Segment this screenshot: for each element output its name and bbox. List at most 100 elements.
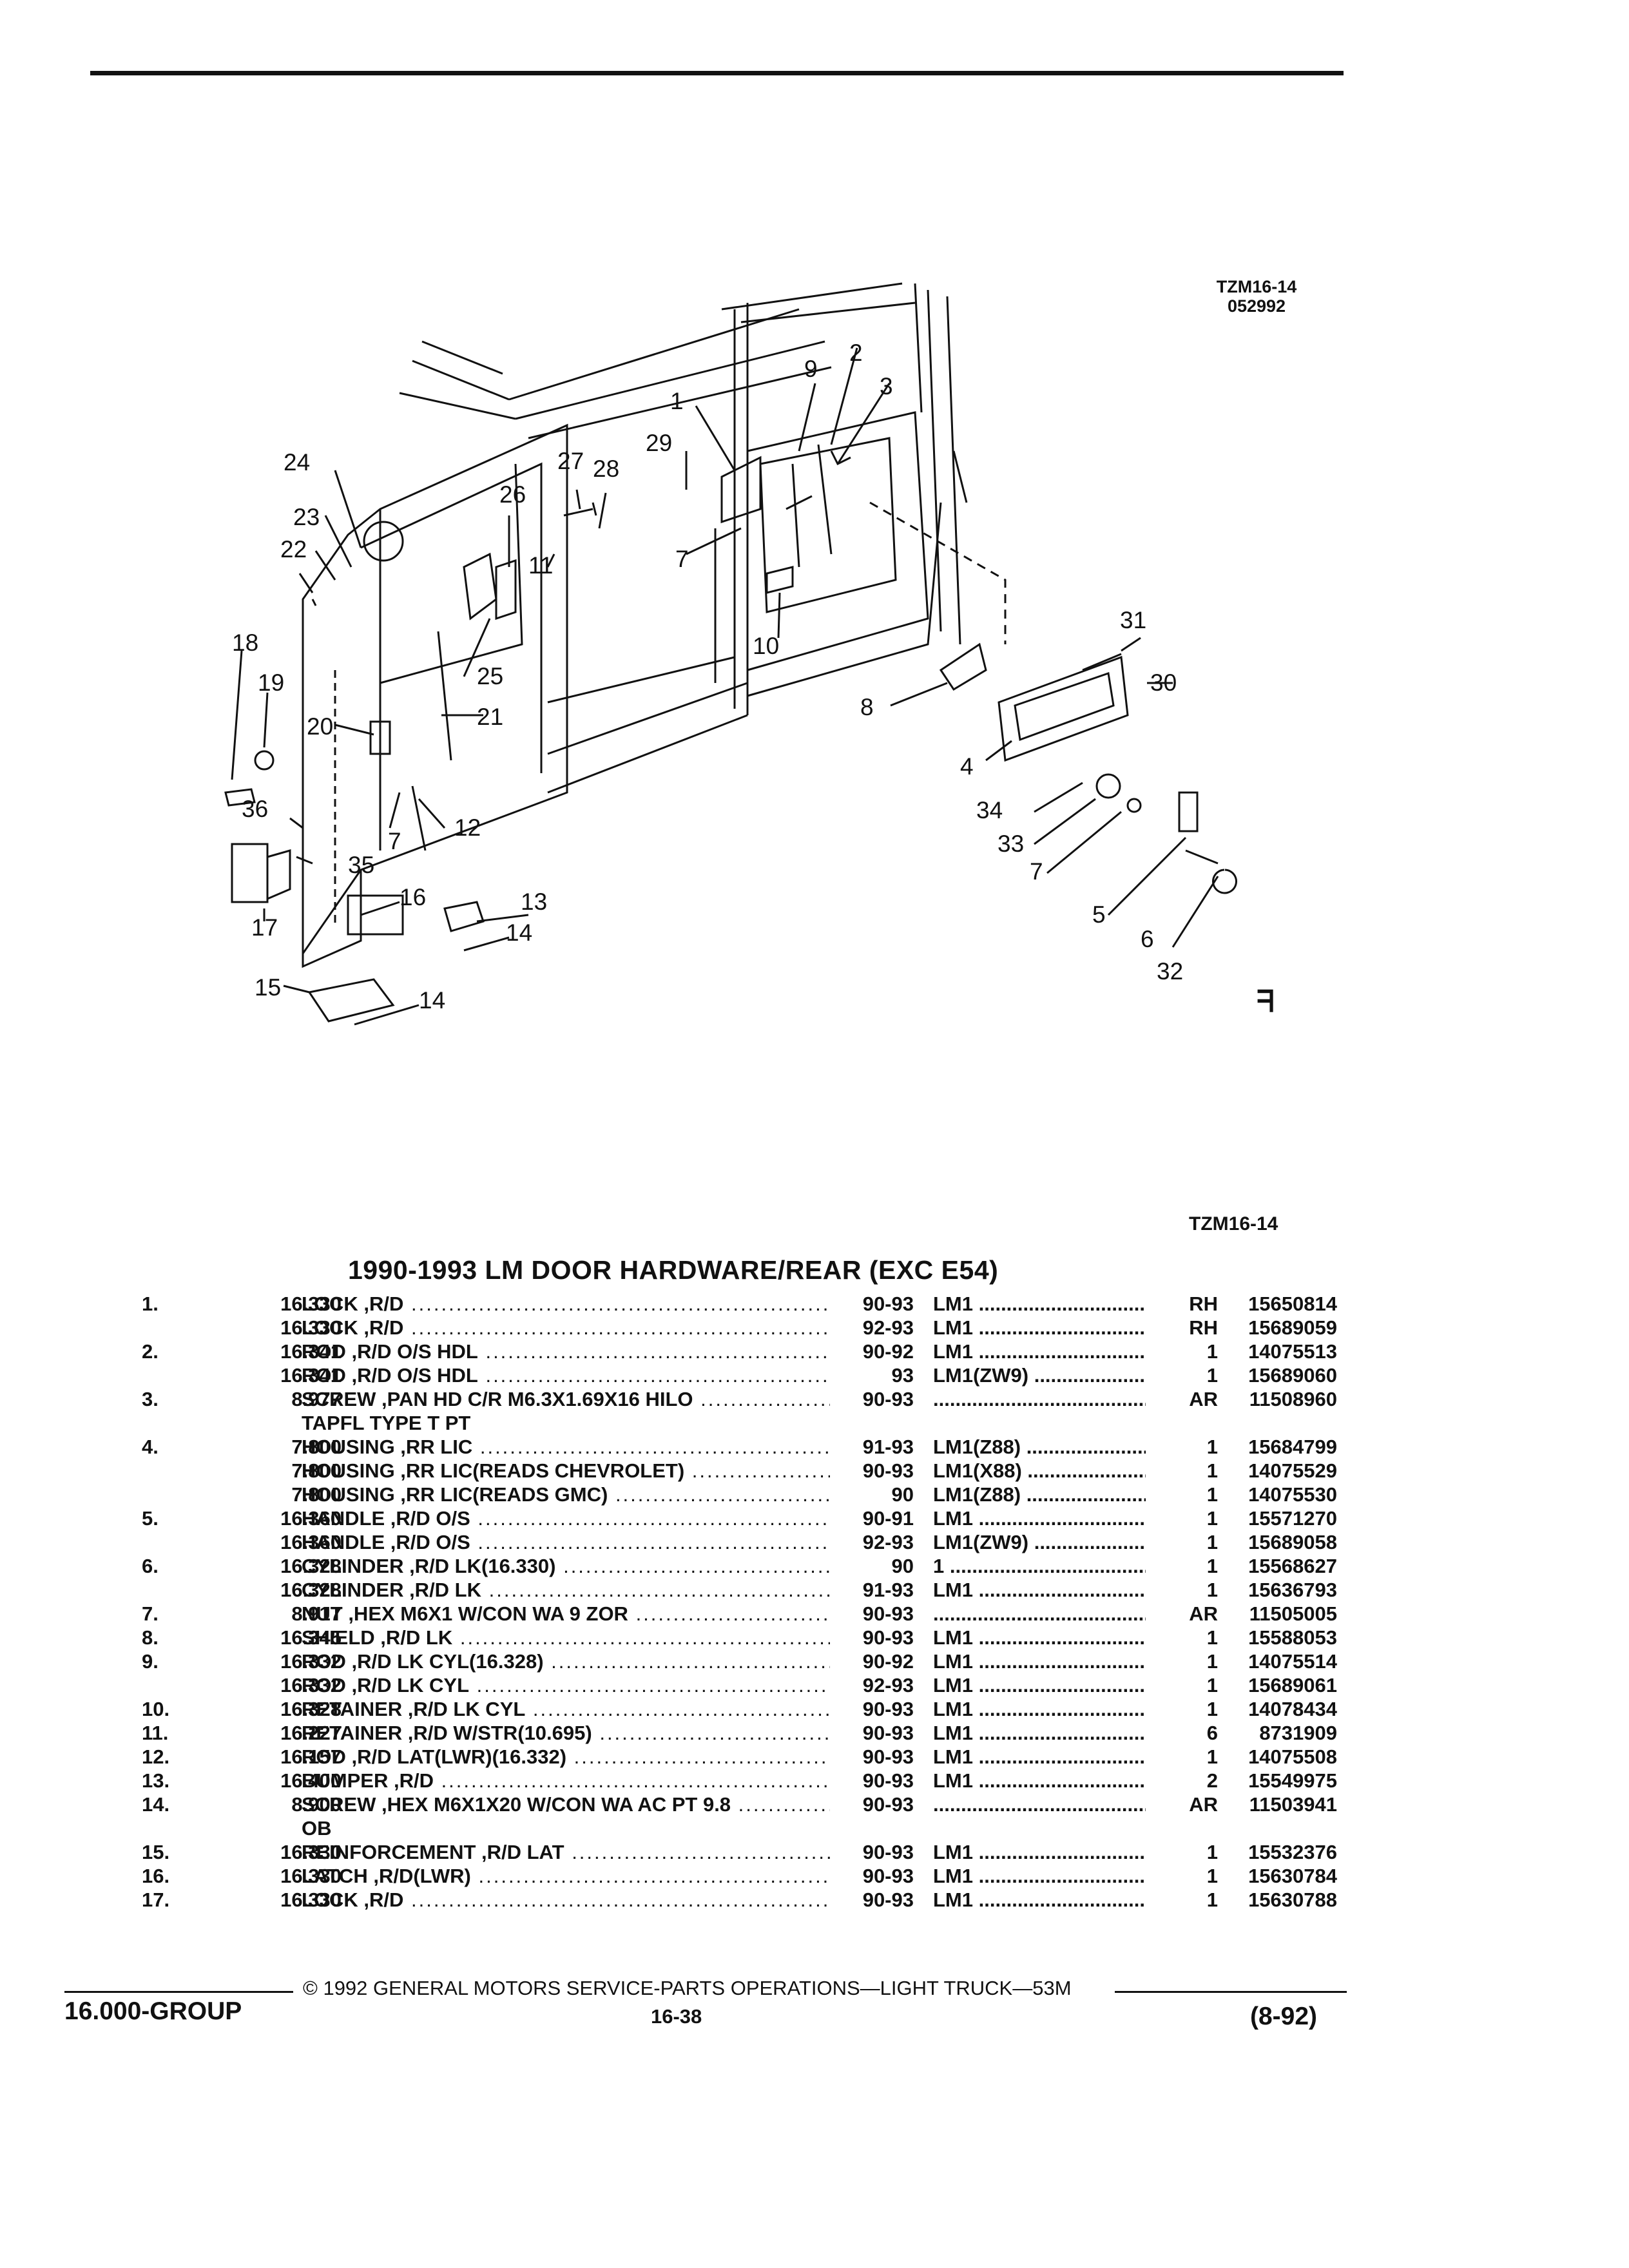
top-rule [90, 71, 1344, 75]
section-number: 16.157 [187, 1745, 342, 1769]
item-number: 10. [142, 1697, 169, 1721]
leader-dots: ........................................… [551, 1650, 830, 1673]
option-code-text: LM1(X88) [933, 1459, 1022, 1482]
leader-dots: ........................................… [411, 1888, 830, 1911]
leader-dots: ........................................… [411, 1316, 830, 1339]
model-years-text: 90-91 [862, 1507, 914, 1530]
item-number-text: 10. [142, 1698, 170, 1720]
model-years: 90-93 [836, 1769, 914, 1792]
item-number: 5. [142, 1506, 159, 1530]
section-number: 16.400 [187, 1769, 342, 1792]
callout-5: 5 [1092, 901, 1106, 928]
item-number-text: 8. [142, 1626, 159, 1649]
quantity: RH [1153, 1316, 1218, 1340]
part-number-text: 15689058 [1248, 1531, 1337, 1553]
part-description-text: LATCH ,R/D(LWR) [302, 1865, 471, 1887]
section-code: TZM16-14 [1189, 1213, 1278, 1235]
leader-dots: ........................................… [563, 1555, 830, 1577]
item-number-text: 11. [142, 1722, 169, 1744]
leader-dots: ........................................… [479, 1436, 830, 1458]
quantity: 1 [1153, 1673, 1218, 1697]
part-number: 8731909 [1218, 1721, 1337, 1745]
part-number: 15630784 [1218, 1864, 1337, 1888]
model-years: 90 [836, 1483, 914, 1506]
model-years: 90-92 [836, 1649, 914, 1673]
option-code-text: LM1 [933, 1888, 973, 1911]
callout-7: 7 [675, 546, 689, 572]
item-number: 11. [142, 1721, 168, 1745]
leader-dots: ........................................… [478, 1865, 830, 1887]
leader-dots: ........................................… [978, 1507, 1146, 1530]
quantity-text: 1 [1206, 1626, 1218, 1649]
leader-dots: ........................................… [978, 1579, 1146, 1601]
figure-code: TZM16-14 [1216, 277, 1297, 296]
callout-13: 13 [521, 889, 547, 915]
model-years: 92-93 [836, 1316, 914, 1340]
section-number-text: 16.330 [280, 1841, 342, 1863]
part-number: 15532376 [1218, 1840, 1337, 1864]
part-number-text: 14075530 [1248, 1483, 1337, 1506]
item-number: 2. [142, 1340, 159, 1363]
footer-page-number: 16-38 [651, 2005, 702, 2028]
option-code: LM1(Z88) ...............................… [933, 1483, 1146, 1506]
model-years: 90-92 [836, 1340, 914, 1363]
section-number-text: 16.332 [280, 1674, 342, 1696]
callout-14: 14 [506, 919, 532, 946]
leader-dots: ........................................… [978, 1626, 1146, 1649]
part-number-text: 15571270 [1248, 1507, 1337, 1530]
callout-8: 8 [860, 694, 874, 720]
section-number-text: 16.328 [280, 1555, 342, 1577]
callout-26: 26 [499, 481, 526, 508]
item-number: 3. [142, 1387, 159, 1411]
section-number-text: 16.332 [280, 1650, 342, 1673]
part-number: 15630788 [1218, 1888, 1337, 1912]
option-code: LM1 ....................................… [933, 1721, 1146, 1745]
part-description: SCREW ,PAN HD C/R M6.3X1.69X16 HILO ....… [302, 1387, 830, 1411]
leader-dots: ........................................… [949, 1555, 1146, 1577]
item-number-text: 7. [142, 1602, 159, 1625]
part-number-text: 15549975 [1248, 1769, 1337, 1792]
quantity-text: 6 [1206, 1722, 1218, 1744]
leader-dots: ........................................… [485, 1364, 830, 1387]
option-code-text: 1 [933, 1555, 945, 1577]
part-description: LATCH ,R/D(LWR) ........................… [302, 1864, 830, 1888]
section-number-text: 8.977 [291, 1388, 342, 1410]
section-number: 16.227 [187, 1721, 342, 1745]
model-years-text: 90-92 [862, 1340, 914, 1363]
option-code: ........................................… [933, 1602, 1146, 1626]
part-number-text: 15636793 [1248, 1579, 1337, 1601]
quantity-text: 1 [1206, 1579, 1218, 1601]
quantity: 1 [1153, 1459, 1218, 1483]
leader-dots: ........................................… [476, 1674, 830, 1696]
option-code: 1 ......................................… [933, 1554, 1146, 1578]
item-number: 16. [142, 1864, 169, 1888]
quantity-text: 1 [1206, 1888, 1218, 1911]
part-number-text: 15532376 [1248, 1841, 1337, 1863]
model-years: 90-93 [836, 1840, 914, 1864]
model-years: 91-93 [836, 1578, 914, 1602]
callout-29: 29 [646, 430, 672, 456]
part-description-text: HOUSING ,RR LIC(READS CHEVROLET) [302, 1459, 685, 1482]
part-description: RETAINER ,R/D W/STR(10.695) ............… [302, 1721, 830, 1745]
model-years: 90-93 [836, 1888, 914, 1912]
section-number: 16.330 [187, 1840, 342, 1864]
item-number: 1. [142, 1292, 159, 1316]
callout-19: 19 [258, 669, 284, 696]
section-number-text: 16.330 [280, 1316, 342, 1339]
item-number-text: 16. [142, 1865, 170, 1887]
section-number-text: 16.345 [280, 1626, 342, 1649]
model-years-text: 90-93 [862, 1293, 914, 1315]
part-description-text: CYLINDER ,R/D LK(16.330) [302, 1555, 556, 1577]
part-number-text: 15689061 [1248, 1674, 1337, 1696]
leader-dots: ........................................… [488, 1579, 830, 1601]
part-description: CYLINDER ,R/D LK(16.330) ...............… [302, 1554, 830, 1578]
